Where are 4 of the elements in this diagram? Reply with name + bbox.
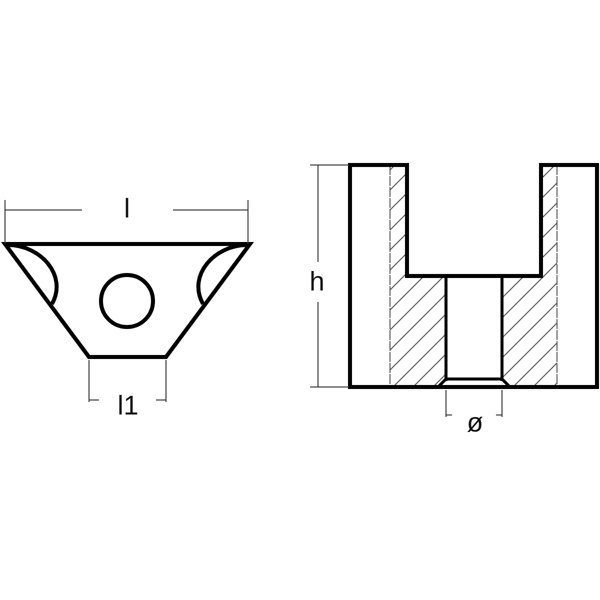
- dimension-label: l: [124, 196, 130, 222]
- dimension-label: h: [309, 268, 325, 296]
- dimension-label: l1: [118, 392, 138, 420]
- dimension-label: ø: [466, 410, 484, 436]
